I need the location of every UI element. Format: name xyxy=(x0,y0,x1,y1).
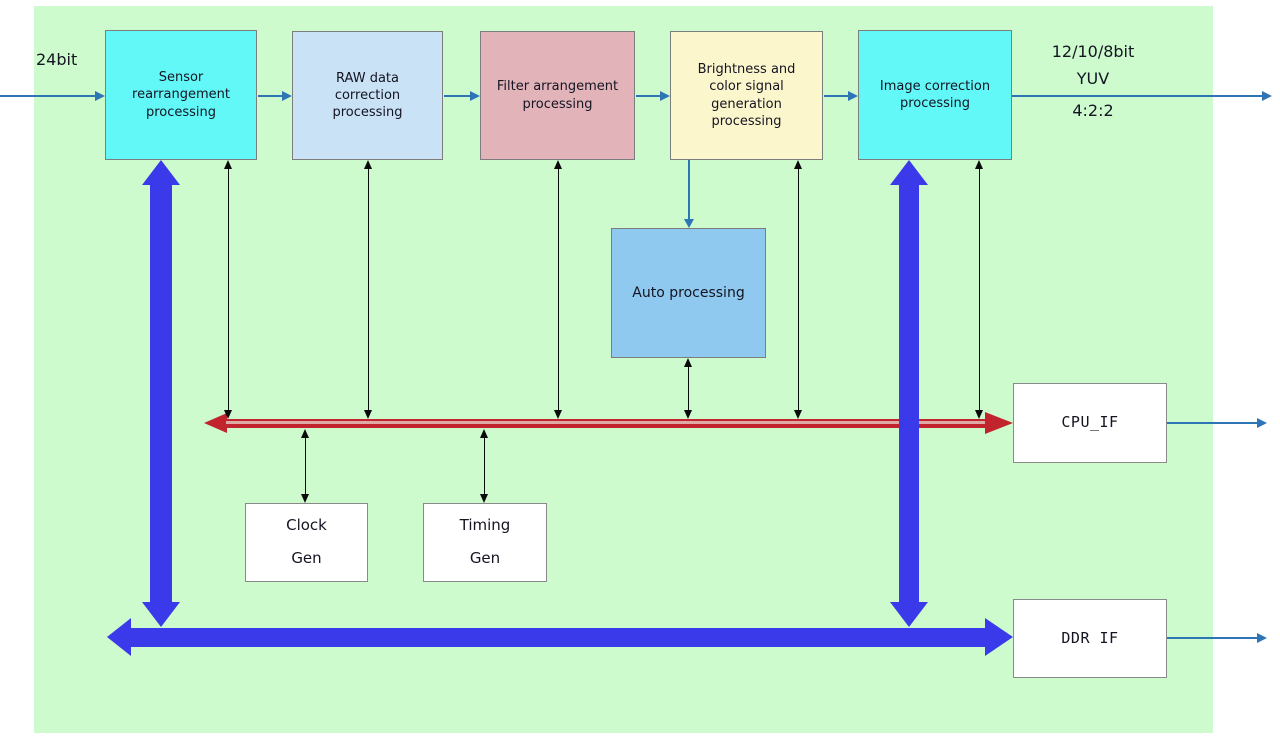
cpu-bus-right-arrowhead-icon xyxy=(985,412,1013,434)
cpu-if-output-line xyxy=(1167,422,1257,424)
output-format-label: YUV xyxy=(1076,69,1110,88)
clock-gen-label-line1: Clock xyxy=(286,516,327,535)
raw-to-filter-line xyxy=(444,95,470,97)
imgcorr-bus-connector-up-icon xyxy=(975,160,983,169)
raw-bus-connector-down-icon xyxy=(364,410,372,419)
raw-bus-connector-up-icon xyxy=(364,160,372,169)
imgcorr-ddr-riser-down-arrowhead-icon xyxy=(890,602,928,627)
ddr-bus xyxy=(126,628,985,647)
auto-bus-connector xyxy=(688,366,689,411)
output-signal-line xyxy=(1012,95,1262,97)
block-timing-gen: Timing Gen xyxy=(423,503,547,582)
brightness-to-imgcorr-arrowhead-icon xyxy=(848,91,858,101)
brightness-bus-connector-down-icon xyxy=(794,410,802,419)
cpu-if-output-arrowhead-icon xyxy=(1257,418,1267,428)
ddr-bus-right-arrowhead-icon xyxy=(985,618,1013,656)
filter-bus-connector xyxy=(558,168,559,411)
sensor-bus-connector-up-icon xyxy=(224,160,232,169)
raw-to-filter-arrowhead-icon xyxy=(470,91,480,101)
sensor-to-raw-arrowhead-icon xyxy=(282,91,292,101)
sensor-to-raw-line xyxy=(258,95,283,97)
filter-bus-connector-down-icon xyxy=(554,410,562,419)
block-brightness-color-signal: Brightness and color signal generation p… xyxy=(670,31,823,160)
auto-bus-connector-up-icon xyxy=(684,358,692,367)
cpu-bus xyxy=(226,419,985,428)
brightness-to-auto-line xyxy=(688,160,690,219)
output-sampling-label: 4:2:2 xyxy=(1072,101,1114,120)
brightness-to-auto-arrowhead-icon xyxy=(684,219,694,228)
filter-to-brightness-line xyxy=(636,95,660,97)
block-cpu-if: CPU_IF xyxy=(1013,383,1167,463)
timinggen-bus-connector-up-icon xyxy=(480,429,488,438)
output-bitwidth-label: 12/10/8bit xyxy=(1051,42,1135,61)
sensor-bus-connector xyxy=(228,168,229,411)
timinggen-bus-connector-down-icon xyxy=(480,494,488,503)
ddr-if-output-arrowhead-icon xyxy=(1257,633,1267,643)
sensor-bus-connector-down-icon xyxy=(224,410,232,419)
ddr-if-output-line xyxy=(1167,637,1257,639)
brightness-bus-connector-up-icon xyxy=(794,160,802,169)
cpu-bus-left-arrowhead-icon xyxy=(204,413,227,433)
clockgen-bus-connector-down-icon xyxy=(301,494,309,503)
block-sensor-rearrangement: Sensor rearrangement processing xyxy=(105,30,257,160)
clockgen-bus-connector xyxy=(305,437,306,495)
output-signal-arrowhead-icon xyxy=(1262,91,1272,101)
filter-to-brightness-arrowhead-icon xyxy=(660,91,670,101)
imgcorr-ddr-riser xyxy=(899,183,919,604)
input-bitwidth-label: 24bit xyxy=(36,50,78,69)
block-ddr-if: DDR IF xyxy=(1013,599,1167,678)
sensor-ddr-riser-up-arrowhead-icon xyxy=(142,160,180,185)
block-image-correction: Image correction processing xyxy=(858,30,1012,160)
imgcorr-bus-connector-down-icon xyxy=(975,410,983,419)
raw-bus-connector xyxy=(368,168,369,411)
sensor-ddr-riser-down-arrowhead-icon xyxy=(142,602,180,627)
block-raw-data-correction: RAW data correction processing xyxy=(292,31,443,160)
imgcorr-bus-connector xyxy=(979,168,980,411)
timing-gen-label-line1: Timing xyxy=(459,516,511,535)
block-clock-gen: Clock Gen xyxy=(245,503,368,582)
block-filter-arrangement: Filter arrangement processing xyxy=(480,31,635,160)
input-signal-arrowhead-icon xyxy=(95,91,105,101)
input-signal-line xyxy=(0,95,95,97)
sensor-ddr-riser xyxy=(150,183,172,604)
brightness-to-imgcorr-line xyxy=(824,95,848,97)
block-auto-processing: Auto processing xyxy=(611,228,766,358)
clockgen-bus-connector-up-icon xyxy=(301,429,309,438)
filter-bus-connector-up-icon xyxy=(554,160,562,169)
clock-gen-label-line2: Gen xyxy=(291,549,322,567)
timing-gen-label-line2: Gen xyxy=(469,549,501,567)
imgcorr-ddr-riser-up-arrowhead-icon xyxy=(890,160,928,185)
brightness-bus-connector xyxy=(798,168,799,411)
auto-bus-connector-down-icon xyxy=(684,410,692,419)
timinggen-bus-connector xyxy=(484,437,485,495)
